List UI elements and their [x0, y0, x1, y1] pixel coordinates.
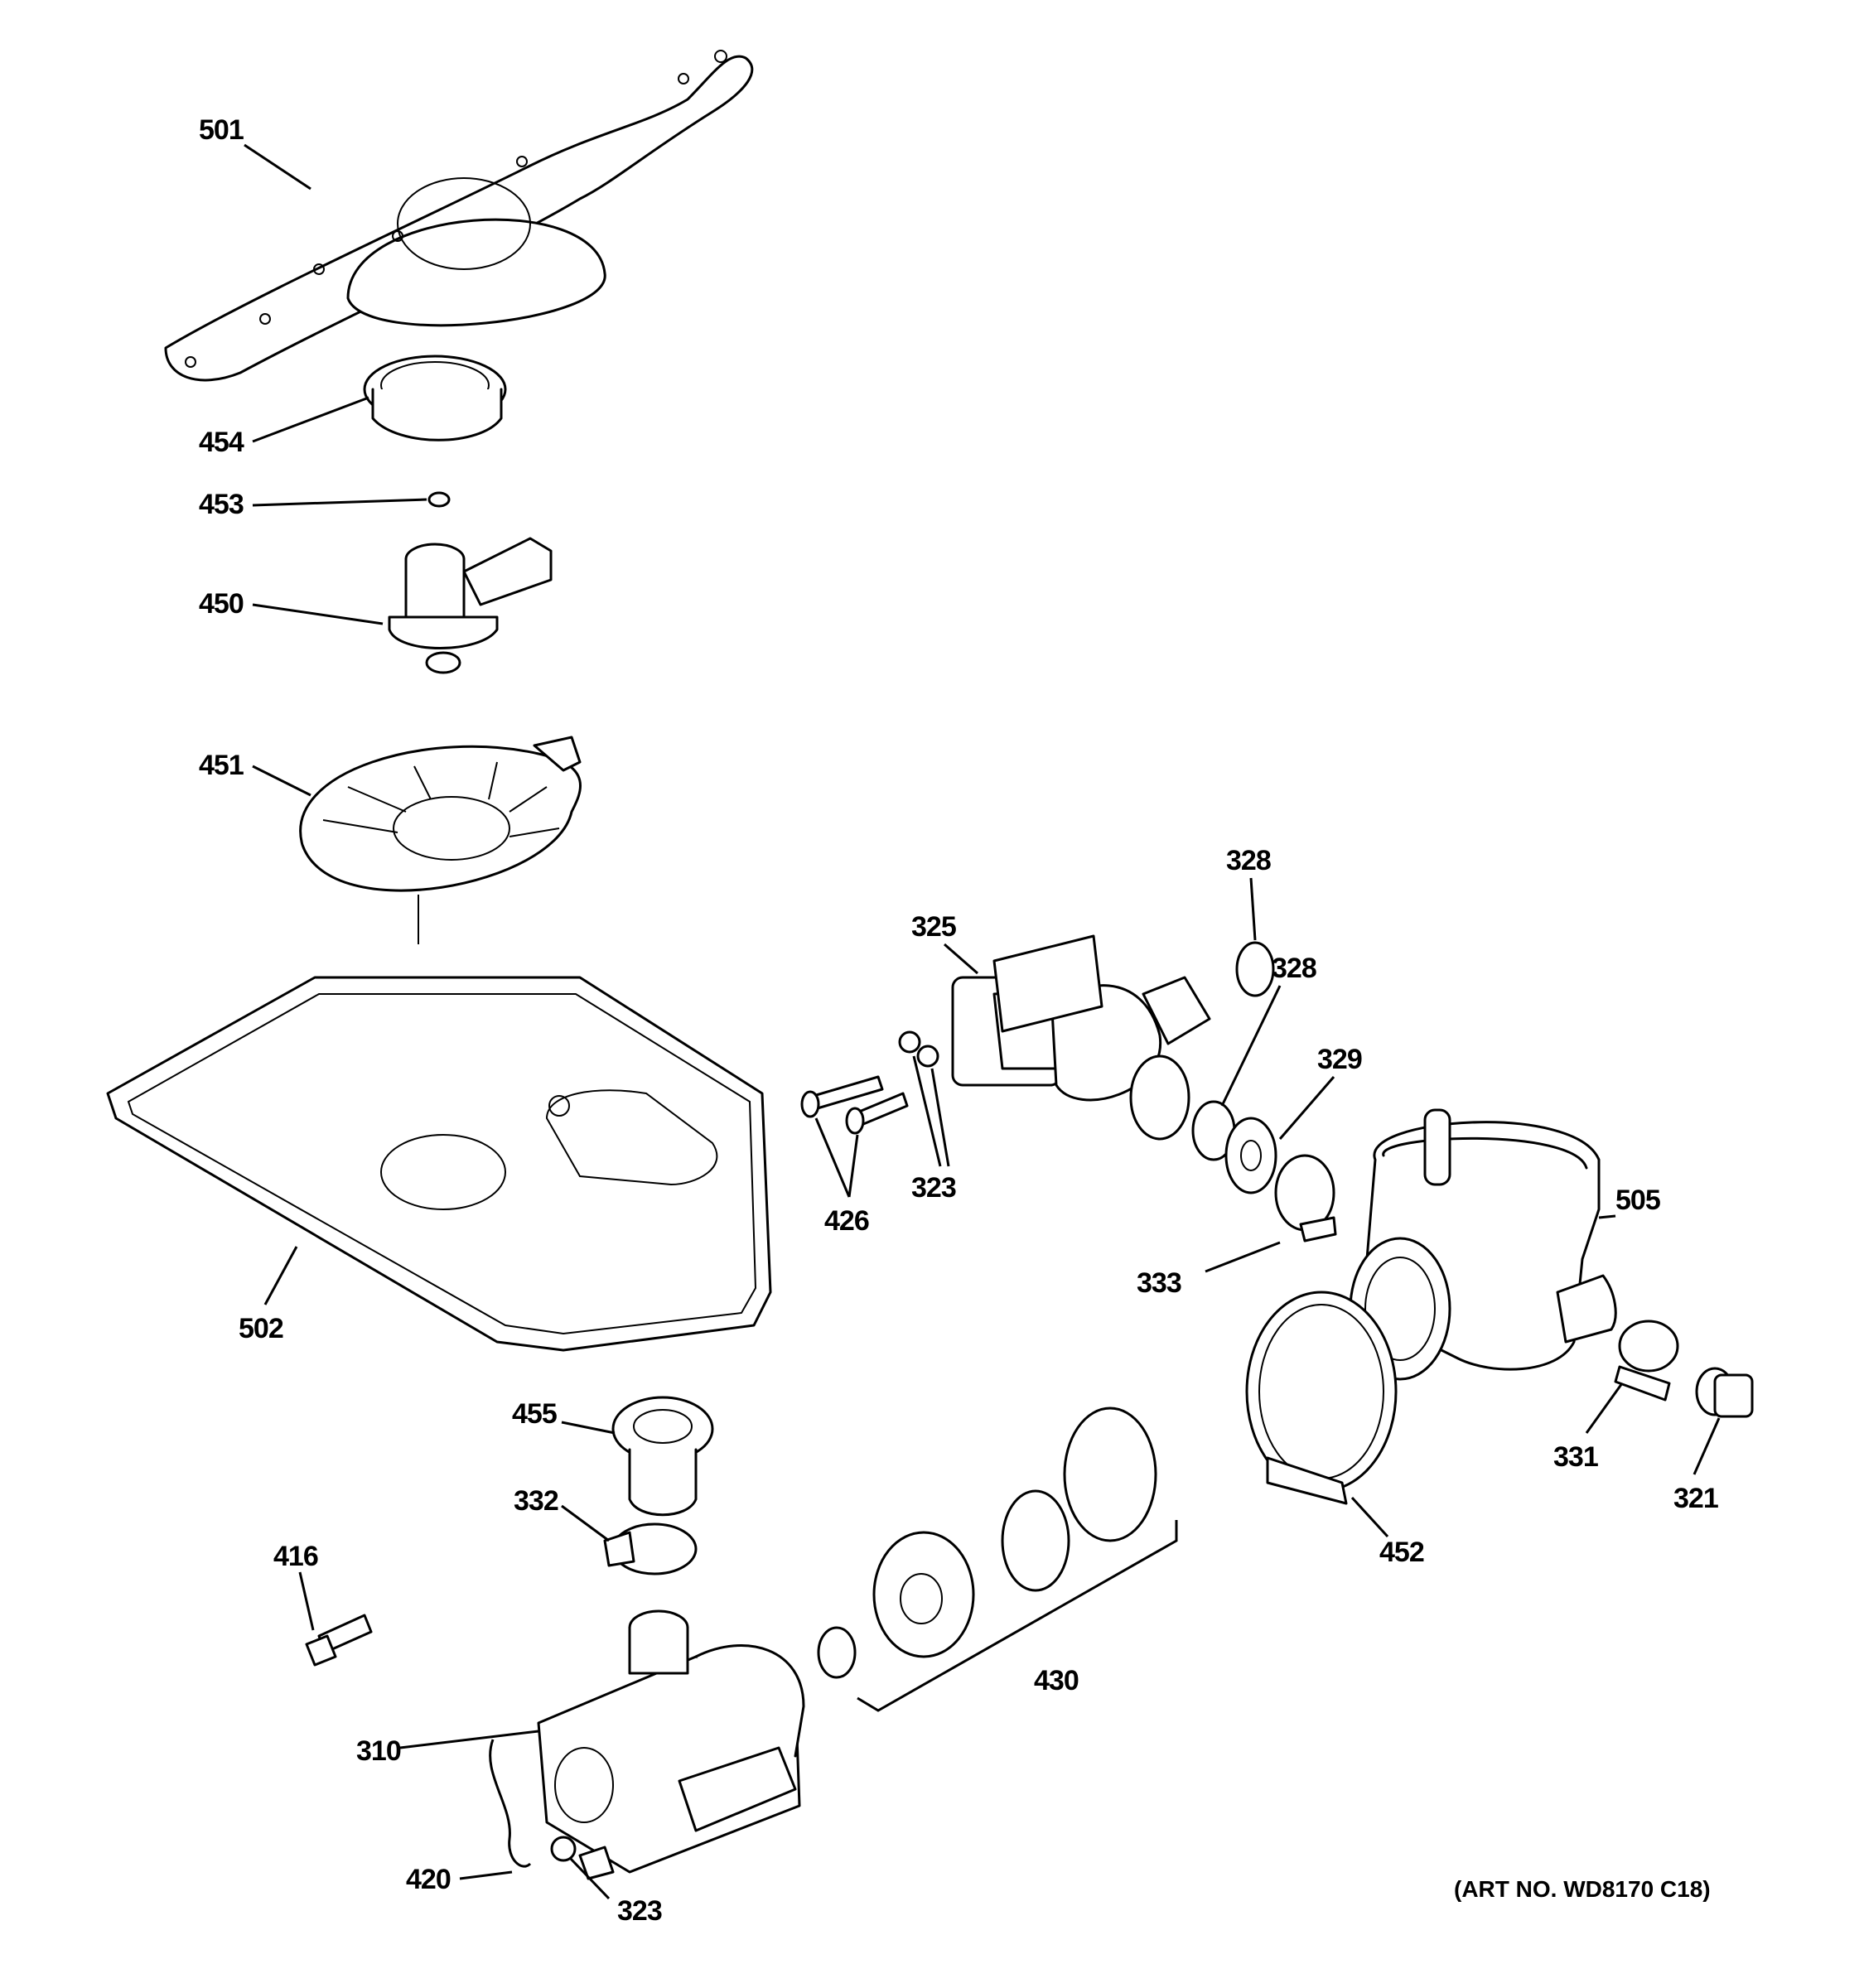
callout-416: 416: [273, 1541, 318, 1572]
callout-labels: 501 454 453 450 451 502 325 328 328 329 …: [199, 114, 1719, 1927]
part-332-clamp: [603, 1522, 698, 1575]
part-325-diverter-valve: [951, 934, 1211, 1141]
part-323-nut-lower: [550, 1836, 577, 1862]
part-331-clamp: [1614, 1320, 1679, 1402]
callout-328-lower: 328: [1272, 953, 1316, 984]
part-310-pump-motor: [537, 1609, 805, 1880]
callout-323-upper: 323: [911, 1172, 956, 1204]
part-452-band-clamp: [1245, 1291, 1398, 1505]
callout-333: 333: [1137, 1267, 1181, 1299]
callout-331: 331: [1553, 1441, 1598, 1473]
leader-lines: [244, 143, 1721, 1900]
callout-455: 455: [512, 1398, 557, 1430]
part-323-nuts-upper: [898, 1030, 939, 1068]
part-505-sump-housing: [1349, 1108, 1617, 1381]
part-420-wire-clip: [489, 1739, 532, 1868]
part-416-bolt: [305, 1614, 373, 1667]
part-502-sump-plate: [106, 976, 772, 1352]
callout-328-upper: 328: [1226, 845, 1271, 876]
part-328-ring-upper: [1235, 941, 1275, 997]
part-329-seal: [1224, 1117, 1277, 1194]
callout-329: 329: [1317, 1044, 1362, 1075]
part-426-screws: [800, 1075, 909, 1135]
part-333-clamp: [1274, 1154, 1337, 1242]
callout-502: 502: [239, 1313, 283, 1344]
callout-430: 430: [1034, 1665, 1079, 1696]
callout-454: 454: [199, 427, 244, 458]
callout-452: 452: [1379, 1537, 1424, 1568]
callout-310: 310: [356, 1735, 401, 1767]
part-455-boot: [611, 1396, 714, 1517]
part-453-o-ring: [427, 491, 451, 508]
callout-420: 420: [406, 1864, 451, 1895]
callout-451: 451: [199, 750, 244, 781]
callout-505: 505: [1615, 1185, 1660, 1216]
part-450-manifold: [388, 537, 553, 674]
callout-323-lower: 323: [617, 1895, 662, 1927]
callout-450: 450: [199, 588, 244, 620]
art-number: (ART NO. WD8170 C18): [1454, 1876, 1711, 1902]
part-501-spray-arm: [164, 50, 754, 382]
part-451-filter: [299, 736, 582, 944]
callout-325: 325: [911, 911, 956, 943]
part-454-ring: [363, 355, 507, 442]
callout-453: 453: [199, 489, 244, 520]
part-430-impeller-assembly: [817, 1407, 1178, 1712]
callout-332: 332: [514, 1485, 558, 1517]
callout-426: 426: [824, 1205, 869, 1237]
callout-501: 501: [199, 114, 244, 146]
callout-321: 321: [1673, 1483, 1718, 1514]
part-321-sensor: [1695, 1367, 1754, 1418]
